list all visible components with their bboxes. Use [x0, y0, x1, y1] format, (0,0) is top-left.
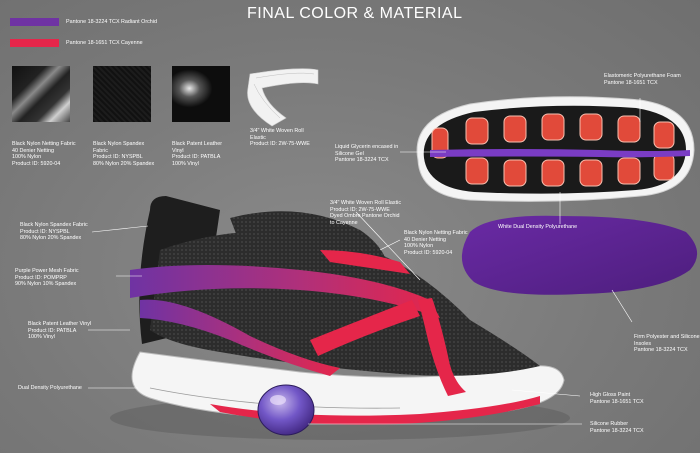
leader-lines [88, 98, 641, 425]
orchid-swatch [10, 18, 59, 26]
cayenne-swatch-label: Pantone 18-1651 TCX Cayenne [66, 40, 143, 46]
page-title: FINAL COLOR & MATERIAL [247, 5, 463, 22]
insole-callout: Firm Polyester and Silicone Insoles Pant… [634, 334, 700, 354]
dual-density-callout: Dual Density Polyurethane [18, 385, 82, 391]
spandex-callout: Black Nylon Spandex Fabric Product ID: N… [20, 222, 88, 242]
woven-roll-elastic-callout: 3/4" White Woven Roll Elastic Product ID… [330, 200, 402, 226]
spandex-fabric-label: Black Nylon Spandex Fabric Product ID: N… [93, 141, 155, 167]
outsole-bottom-view [416, 96, 695, 202]
orchid-swatch-label: Pantone 18-3224 TCX Radiant Orchid [66, 19, 157, 25]
insole [461, 215, 698, 295]
high-gloss-callout: High Gloss Paint Pantone 18-1651 TCX [590, 392, 644, 405]
purple-mesh-callout: Purple Power Mesh Fabric Product ID: POM… [15, 268, 79, 288]
elastomeric-foam-callout: Elastomeric Polyurethane Foam Pantone 18… [604, 73, 681, 86]
silicone-rubber-callout: Silicone Rubber Pantone 18-3224 TCX [590, 421, 644, 434]
patent-leather-callout: Black Patent Leather Vinyl Product ID: P… [28, 321, 92, 341]
netting-fabric-label: Black Nylon Netting Fabric 40 Denier Net… [12, 141, 76, 167]
woven-elastic-label: 3/4" White Woven Roll Elastic Product ID… [250, 128, 310, 148]
woven-elastic-sample [247, 68, 319, 127]
netting-callout: Black Nylon Netting Fabric 40 Denier Net… [404, 230, 468, 256]
spandex-fabric-sample [93, 66, 151, 122]
liquid-glycerin-callout: Liquid Glycerin encased in Silicone Gel … [335, 144, 399, 164]
white-dual-density-callout: White Dual Density Polyurethane [498, 224, 578, 230]
netting-fabric-sample [12, 66, 70, 122]
shoe-side-view [130, 196, 565, 436]
patent-leather-sample [172, 66, 230, 122]
patent-leather-label: Black Patent Leather Vinyl Product ID: P… [172, 141, 223, 167]
cayenne-swatch [10, 39, 59, 47]
